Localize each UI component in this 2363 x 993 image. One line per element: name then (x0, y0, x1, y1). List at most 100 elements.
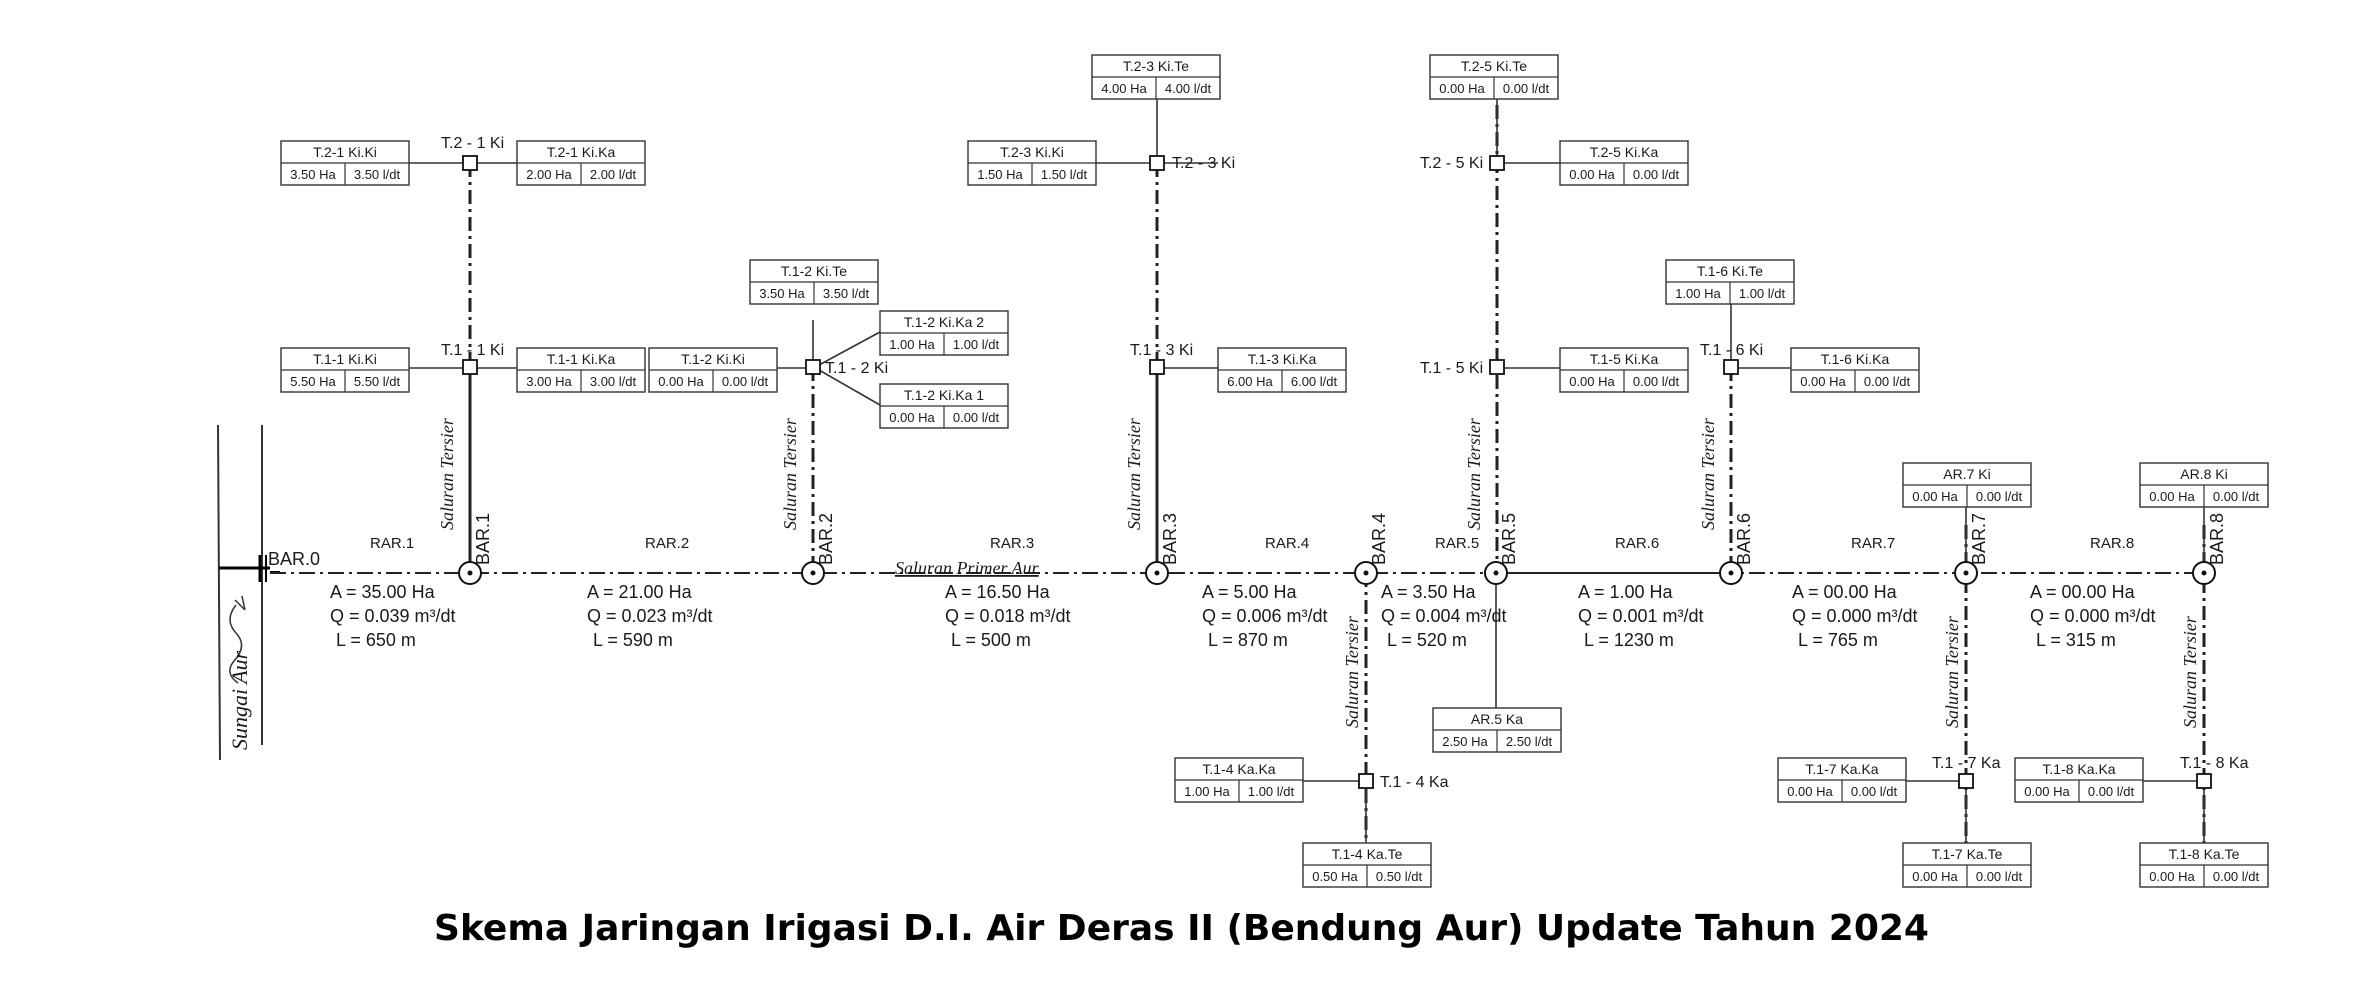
box-area: 0.00 Ha (889, 410, 935, 425)
node-n_t15: T.1 - 5 Ki (1420, 359, 1505, 377)
structure-dot (2201, 570, 2207, 576)
segment-a-value: A = 00.00 Ha (1792, 582, 1898, 602)
segment-q-value: Q = 0.023 m³/dt (587, 606, 713, 626)
structure-dot (1154, 570, 1160, 576)
box-flow: 0.00 l/dt (722, 374, 769, 389)
box-area: 1.00 Ha (889, 337, 935, 352)
box-title: T.1-4 Ka.Te (1332, 846, 1403, 862)
segment-rar5: RAR.5A = 3.50 HaQ = 0.004 m³/dtL = 520 m (1381, 535, 1507, 650)
segment-name: RAR.3 (990, 535, 1034, 552)
segment-rar8: RAR.8A = 00.00 HaQ = 0.000 m³/dtL = 315 … (2030, 535, 2156, 650)
box-area: 0.00 Ha (658, 374, 704, 389)
node-square (1489, 359, 1505, 375)
segment-name: RAR.6 (1615, 535, 1659, 552)
box-flow: 5.50 l/dt (354, 374, 401, 389)
box-flow: 0.00 l/dt (2088, 784, 2135, 799)
structure-bar3: BAR.3 (1145, 513, 1180, 585)
node-label: T.1 - 8 Ka (2180, 755, 2249, 772)
segment-l-value: L = 315 m (2036, 630, 2116, 650)
box-area: 0.00 Ha (1569, 167, 1615, 182)
segment-rar4: RAR.4A = 5.00 HaQ = 0.006 m³/dtL = 870 m (1202, 535, 1328, 650)
box-area: 5.50 Ha (290, 374, 336, 389)
box-flow: 1.50 l/dt (1041, 167, 1088, 182)
box-area: 0.00 Ha (1787, 784, 1833, 799)
box-area: 0.00 Ha (1439, 81, 1485, 96)
structure-dot (1963, 570, 1969, 576)
segment-name: RAR.8 (2090, 535, 2134, 552)
river-label: Sungai Aur (227, 650, 252, 750)
structure-bar7: BAR.7 (1954, 513, 1989, 585)
segment-a-value: A = 3.50 Ha (1381, 582, 1477, 602)
node-square (1358, 773, 1374, 789)
structure-label: BAR.5 (1499, 513, 1519, 565)
box-area: 0.00 Ha (1912, 489, 1958, 504)
box-title: T.1-2 Ki.Te (781, 263, 847, 279)
structure-dot (1728, 570, 1734, 576)
branch-lines (409, 98, 2205, 843)
box-flow: 3.50 l/dt (823, 286, 870, 301)
box-flow: 0.00 l/dt (2213, 869, 2260, 884)
box-title: T.1-2 Ki.Ki (681, 351, 745, 367)
primary-segments: RAR.1A = 35.00 HaQ = 0.039 m³/dtL = 650 … (330, 535, 2156, 650)
node-label: T.1 - 3 Ki (1130, 342, 1193, 359)
box-area: 1.00 Ha (1184, 784, 1230, 799)
box-area: 0.00 Ha (1912, 869, 1958, 884)
node-square (805, 359, 821, 375)
structure-dot (467, 570, 473, 576)
box-flow: 1.00 l/dt (1739, 286, 1786, 301)
segment-q-value: Q = 0.039 m³/dt (330, 606, 456, 626)
segment-name: RAR.2 (645, 535, 689, 552)
command-area-box: T.1-7 Ka.Te 0.00 Ha 0.00 l/dt (1902, 842, 2032, 888)
box-title: T.2-1 Ki.Ki (313, 144, 377, 160)
structure-bar4: BAR.4 (1354, 513, 1389, 585)
segment-rar3: RAR.3A = 16.50 HaQ = 0.018 m³/dtL = 500 … (945, 535, 1071, 650)
box-area: 0.00 Ha (1800, 374, 1846, 389)
box-title: T.1-4 Ka.Ka (1202, 761, 1275, 777)
tertiary-channel-label: Saluran Tersier (1464, 417, 1484, 530)
box-flow: 0.00 l/dt (1633, 167, 1680, 182)
segment-l-value: L = 520 m (1387, 630, 1467, 650)
box-flow: 6.00 l/dt (1291, 374, 1338, 389)
primary-channel: Saluran Primer Aur (270, 558, 2205, 578)
node-n_t11: T.1 - 1 Ki (441, 342, 504, 375)
box-area: 2.50 Ha (1442, 734, 1488, 749)
box-title: T.1-3 Ki.Ka (1248, 351, 1317, 367)
structure-label: BAR.4 (1369, 513, 1389, 565)
node-square (462, 359, 478, 375)
node-n_t25: T.2 - 5 Ki (1420, 155, 1505, 172)
segment-a-value: A = 1.00 Ha (1578, 582, 1674, 602)
box-flow: 0.00 l/dt (1976, 869, 2023, 884)
box-title: T.1-7 Ka.Te (1932, 846, 2003, 862)
box-area: 0.00 Ha (2149, 489, 2195, 504)
node-label: T.2 - 1 Ki (441, 135, 504, 152)
structure-bar5: BAR.5 (1484, 513, 1519, 585)
structure-dot (810, 570, 816, 576)
node-label: T.2 - 3 Ki (1172, 155, 1235, 172)
node-label: T.1 - 5 Ki (1420, 360, 1483, 377)
box-flow: 1.00 l/dt (1248, 784, 1295, 799)
node-n_t16: T.1 - 6 Ki (1700, 342, 1763, 375)
node-label: T.1 - 6 Ki (1700, 342, 1763, 359)
box-title: T.1-6 Ki.Te (1697, 263, 1763, 279)
segment-q-value: Q = 0.000 m³/dt (2030, 606, 2156, 626)
box-area: 0.00 Ha (2149, 869, 2195, 884)
node-label: T.1 - 1 Ki (441, 342, 504, 359)
primary-channel-label: Saluran Primer Aur (895, 558, 1040, 578)
box-flow: 2.50 l/dt (1506, 734, 1553, 749)
